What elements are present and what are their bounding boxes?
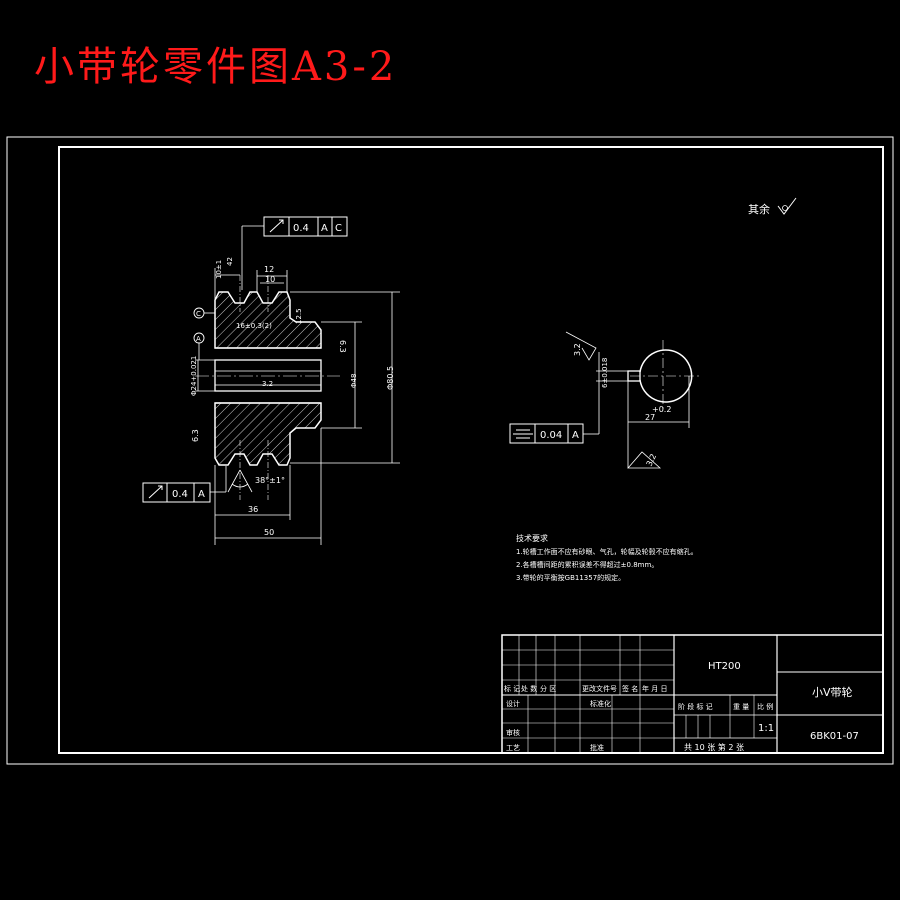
svg-text:0.4: 0.4 <box>293 223 309 234</box>
svg-text:6±0.018: 6±0.018 <box>601 358 609 388</box>
svg-text:12.5: 12.5 <box>295 308 303 324</box>
tolerance-frame-bottom: 0.4 A <box>142 466 227 503</box>
svg-text:工艺: 工艺 <box>506 744 520 752</box>
roughness-symbol <box>777 197 797 215</box>
pulley-top-rim <box>214 291 322 349</box>
svg-text:3.2: 3.2 <box>573 343 582 356</box>
title-block <box>501 634 884 754</box>
svg-text:阶 段 标 记: 阶 段 标 记 <box>678 702 713 711</box>
svg-text:更改文件号: 更改文件号 <box>582 684 617 693</box>
svg-text:3.2: 3.2 <box>262 380 273 388</box>
svg-text:A: A <box>572 430 579 441</box>
svg-text:10±1: 10±1 <box>215 260 223 279</box>
svg-text:Φ24+0.021: Φ24+0.021 <box>190 356 198 396</box>
svg-text:批准: 批准 <box>590 743 604 752</box>
pulley-bottom-rim <box>214 402 322 466</box>
svg-text:年 月 日: 年 月 日 <box>642 684 667 693</box>
section-dimensions <box>195 268 400 545</box>
tolerance-frame-top: 0.4 A C <box>241 216 348 290</box>
svg-text:A: A <box>196 335 201 343</box>
svg-text:10: 10 <box>265 275 275 284</box>
svg-text:标 记: 标 记 <box>504 684 520 693</box>
svg-text:0.4: 0.4 <box>172 489 188 500</box>
svg-text:C: C <box>335 223 342 234</box>
svg-text:签 名: 签 名 <box>622 684 638 693</box>
svg-text:6.3: 6.3 <box>191 429 200 442</box>
datum-c: C <box>193 307 215 319</box>
material: HT200 <box>708 661 741 672</box>
svg-text:50: 50 <box>264 528 274 537</box>
outer-border <box>6 136 894 765</box>
svg-text:Φ80.5: Φ80.5 <box>386 366 395 390</box>
svg-text:38°±1°: 38°±1° <box>255 476 285 485</box>
svg-text:3.2: 3.2 <box>645 452 659 467</box>
tech-requirements: 技术要求 1.轮槽工作面不应有砂眼、气孔，轮幅及轮毂不应有缩孔。 2.各槽槽间距… <box>516 533 698 582</box>
svg-text:27: 27 <box>645 413 655 422</box>
svg-text:1.轮槽工作面不应有砂眼、气孔，轮幅及轮毂不应有缩孔。: 1.轮槽工作面不应有砂眼、气孔，轮幅及轮毂不应有缩孔。 <box>516 547 698 556</box>
svg-text:比 例: 比 例 <box>757 702 773 711</box>
svg-text:分 区: 分 区 <box>540 684 556 693</box>
svg-text:6.3: 6.3 <box>338 340 347 353</box>
svg-text:12: 12 <box>264 265 274 274</box>
svg-text:A: A <box>321 223 328 234</box>
svg-text:处 数: 处 数 <box>521 684 537 693</box>
part-name: 小V带轮 <box>812 685 853 699</box>
svg-text:技术要求: 技术要求 <box>516 533 548 543</box>
drawing-number: 6BK01-07 <box>810 731 859 742</box>
pulley-section-view <box>195 275 340 500</box>
inner-frame <box>58 146 884 754</box>
svg-text:Φ48: Φ48 <box>350 374 358 388</box>
roughness-note: 其余 <box>748 202 770 216</box>
tolerance-frame-key: 0.04 A <box>509 400 600 444</box>
svg-text:标准化: 标准化 <box>590 699 611 708</box>
svg-text:36: 36 <box>248 505 258 514</box>
svg-text:A: A <box>198 489 205 500</box>
svg-text:16±0.3(2): 16±0.3(2) <box>236 322 272 330</box>
svg-text:42: 42 <box>226 257 234 266</box>
svg-text:设计: 设计 <box>506 699 520 708</box>
svg-text:3.带轮的平衡按GB11357的规定。: 3.带轮的平衡按GB11357的规定。 <box>516 573 625 582</box>
svg-text:审核: 审核 <box>506 728 520 737</box>
datum-a: A <box>193 332 205 360</box>
svg-text:+0.2: +0.2 <box>652 405 671 414</box>
svg-text:C: C <box>196 310 201 318</box>
svg-text:重 量: 重 量 <box>733 703 749 711</box>
title-block-text: HT200 小V带轮 6BK01-07 1:1 共 10 张 第 2 张 标 记… <box>504 661 859 752</box>
svg-text:0.04: 0.04 <box>540 430 562 441</box>
section-dim-labels: 12 10 42 10±1 16±0.3(2) 12.5 6.3 6.3 Φ24… <box>190 257 395 537</box>
svg-text:2.各槽槽间距的累积误差不得超过±0.8mm。: 2.各槽槽间距的累积误差不得超过±0.8mm。 <box>516 560 658 569</box>
bore <box>214 359 322 392</box>
scale-value: 1:1 <box>758 723 774 734</box>
page-title: 小带轮零件图A3-2 <box>34 44 398 90</box>
keyway-view: 3.2 6±0.018 +0.2 27 3.2 <box>565 331 700 469</box>
sheets: 共 10 张 第 2 张 <box>684 742 744 752</box>
